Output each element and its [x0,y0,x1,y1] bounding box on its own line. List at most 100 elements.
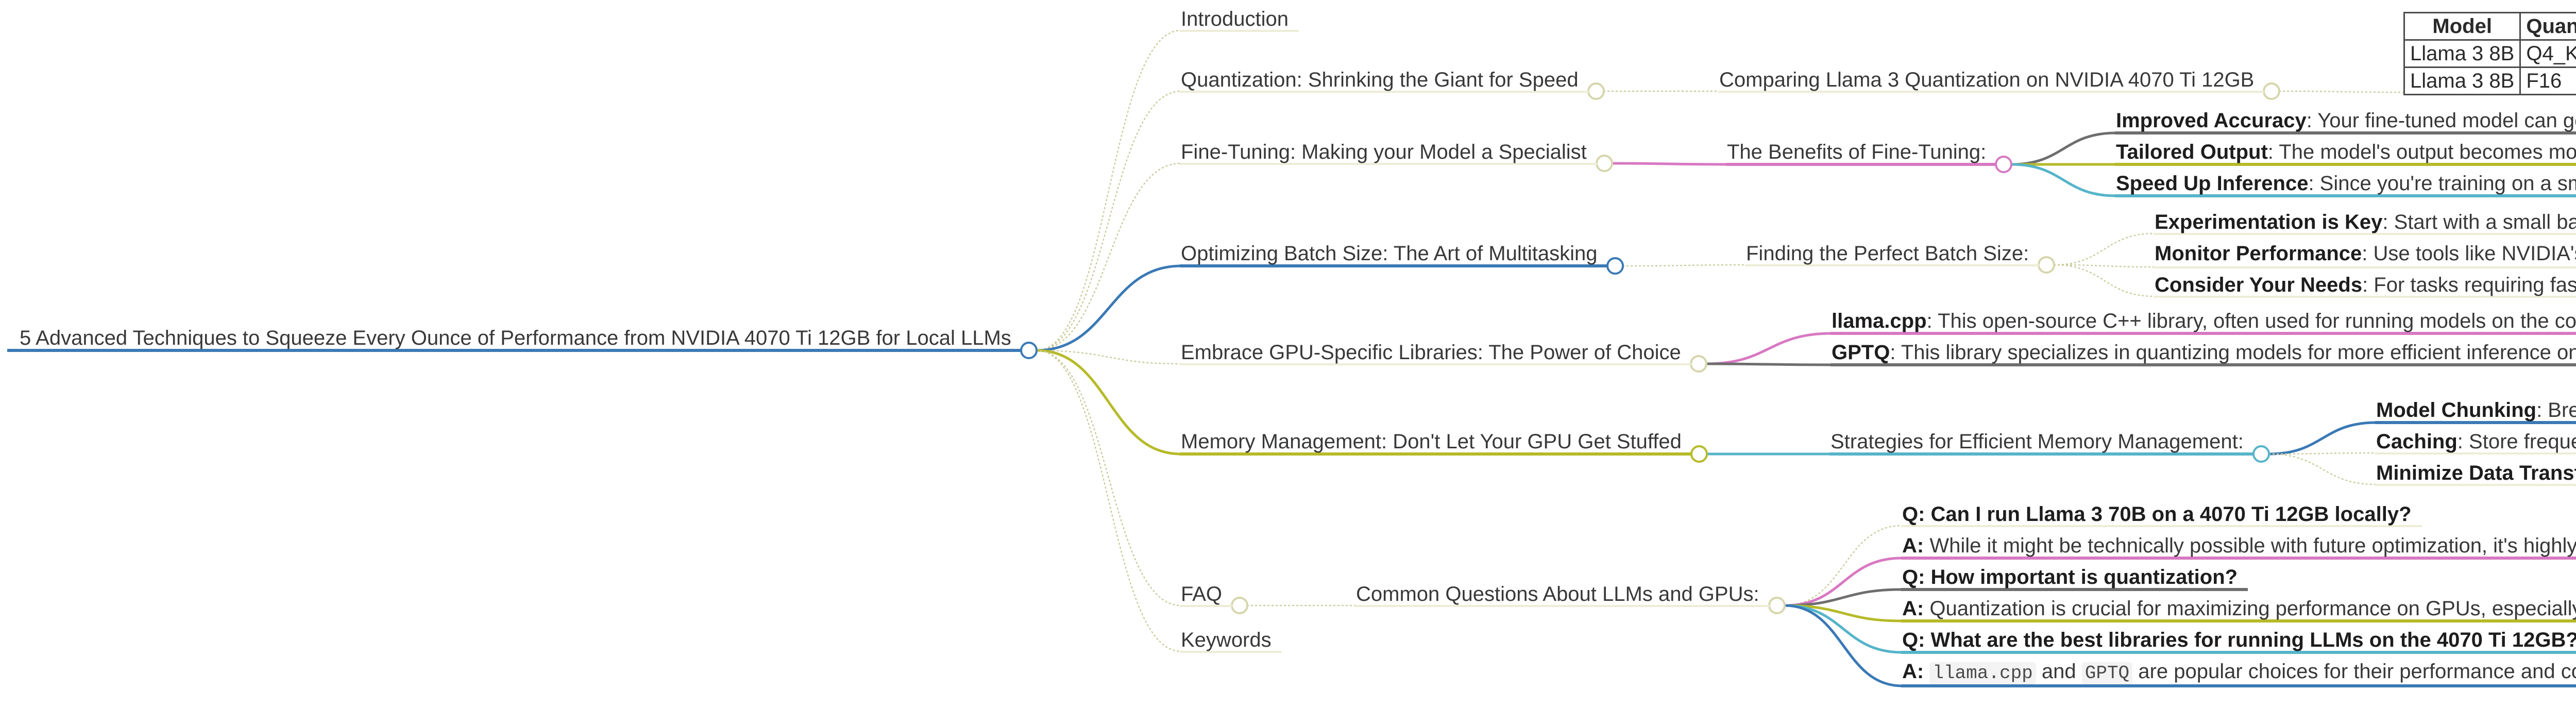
cell-model: Llama 3 8B [2403,39,2521,68]
leaf-answer-2[interactable]: A: Quantization is crucial for maximizin… [1901,598,2576,622]
cell-model: Llama 3 8B [2403,66,2521,95]
leaf-strong: Minimize Data Transfers [2376,462,2576,484]
node-comparing-quantization[interactable]: Comparing Llama 3 Quantization on NVIDIA… [1718,69,2265,93]
table-header-model: Model [2403,12,2521,41]
branch-toggle-circle[interactable] [1995,156,2012,173]
leaf-text: : This open-source C++ library, often us… [1926,310,2576,332]
leaf-answer-1[interactable]: A: While it might be technically possibl… [1901,535,2576,560]
branch-toggle-circle[interactable] [1587,82,1605,100]
branch-link [2268,421,2377,456]
branch-toggle-circle[interactable] [2252,445,2270,463]
branch-link [1784,588,1903,607]
branch-toggle-circle[interactable] [1690,445,1708,463]
leaf-strong: Monitor Performance [2155,242,2362,265]
branch-link [1036,349,1182,607]
branch-link [1036,349,1181,456]
branch-toggle-circle[interactable] [1596,155,1613,172]
node-common-questions[interactable]: Common Questions About LLMs and GPUs: [1355,583,1770,607]
leaf-text: : Since you're training on a smaller set… [2308,172,2576,195]
node-fine-tuning[interactable]: Fine-Tuning: Making your Model a Special… [1180,141,1597,165]
leaf-strong: GPTQ [1832,341,1890,364]
node-benefits-of-fine-tuning[interactable]: The Benefits of Fine-Tuning: [1726,141,1997,166]
node-optimizing-batch-size[interactable]: Optimizing Batch Size: The Art of Multit… [1180,243,1608,267]
leaf-strong: A: [1902,660,1924,683]
table-row: Llama 3 8B F16 Data not available [2403,66,2576,95]
branch-toggle-circle[interactable] [2263,82,2280,100]
leaf-strong: Caching [2376,430,2458,453]
node-embrace-gpu-libraries[interactable]: Embrace GPU-Specific Libraries: The Powe… [1180,342,1691,365]
leaf-text: are popular choices for their performanc… [2138,660,2576,683]
branch-link [1784,525,1903,607]
branch-link [1612,162,1727,166]
branch-toggle-circle[interactable] [1768,597,1786,614]
node-introduction[interactable]: Introduction [1180,8,1299,32]
branch-link [1036,264,1181,352]
leaf-experimentation[interactable]: Experimentation is Key: Start with a sma… [2154,211,2576,235]
branch-link [1036,29,1182,351]
branch-toggle-circle[interactable] [1020,342,1038,359]
branch-toggle-circle[interactable] [2038,256,2055,274]
branch-link [2268,453,2377,485]
leaf-improved-accuracy[interactable]: Improved Accuracy: Your fine-tuned model… [2115,110,2576,134]
leaf-question-3[interactable]: Q: What are the best libraries for runni… [1901,629,2576,654]
leaf-model-chunking[interactable]: Model Chunking: Break down the model int… [2375,399,2576,424]
branch-link [1036,349,1182,652]
leaf-tailored-output[interactable]: Tailored Output: The model's output beco… [2115,141,2576,166]
branch-link [1706,362,1832,366]
root-node[interactable]: 5 Advanced Techniques to Squeeze Every O… [7,327,1022,352]
leaf-text: : Use tools like NVIDIA's [2362,242,2576,265]
leaf-gptq[interactable]: GPTQ: This library specializes in quanti… [1831,342,2576,366]
node-memory-management[interactable]: Memory Management: Don't Let Your GPU Ge… [1180,431,1692,456]
table-row: Llama 3 8B Q4_K_M 82.21 [2403,39,2576,68]
branch-link [1622,264,1747,267]
llama-cpp-code: llama.cpp [1929,662,2036,684]
leaf-minimize-data-transfers[interactable]: Minimize Data Transfers: Reduce the amou… [2375,462,2576,486]
branch-link [1036,349,1182,365]
quantization-table: Model Quantization Token Speed (tokens/s… [2403,12,2576,95]
branch-link [1784,557,1903,607]
branch-link [2278,90,2405,93]
branch-link [2011,131,2116,166]
leaf-speed-up-inference[interactable]: Speed Up Inference: Since you're trainin… [2115,173,2576,197]
leaf-strong: Model Chunking [2376,399,2537,422]
leaf-question-2[interactable]: Q: How important is quantization? [1901,566,2248,591]
node-memory-strategies[interactable]: Strategies for Efficient Memory Manageme… [1829,431,2254,456]
table-header-quantization: Quantization [2519,12,2576,41]
branch-link [2268,452,2377,455]
node-quantization[interactable]: Quantization: Shrinking the Giant for Sp… [1180,69,1589,93]
node-faq[interactable]: FAQ [1180,583,1233,607]
cell-quantization: Q4_K_M [2519,39,2576,68]
leaf-question-1[interactable]: Q: Can I run Llama 3 70B on a 4070 Ti 12… [1901,503,2422,527]
branch-link [2053,264,2156,268]
branch-toggle-circle[interactable] [1606,257,1624,275]
leaf-strong: Consider Your Needs [2155,274,2363,296]
leaf-text: and [2036,660,2082,683]
leaf-caching[interactable]: Caching: Store frequently used data in t… [2375,431,2576,454]
leaf-answer-3[interactable]: A: llama.cpp and GPTQ are popular choice… [1901,661,2576,687]
table-header-row: Model Quantization Token Speed (tokens/s… [2403,12,2576,41]
leaf-text: : The model's output becomes more nuance… [2267,141,2576,163]
leaf-strong: Tailored Output [2116,141,2268,163]
leaf-monitor-performance[interactable]: Monitor Performance: Use tools like NVID… [2154,243,2576,268]
leaf-text: : For tasks requiring faster inference, … [2362,274,2576,296]
branch-link [1784,604,1903,622]
branch-link [2053,264,2156,297]
leaf-text: While it might be technically possible w… [1929,534,2576,557]
branch-toggle-circle[interactable] [1231,597,1248,614]
leaf-text: : Store frequently used data in the GPU'… [2457,430,2576,453]
branch-link [1784,604,1903,654]
leaf-llama-cpp[interactable]: llama.cpp: This open-source C++ library,… [1831,310,2576,335]
leaf-text: Quantization is crucial for maximizing p… [1929,597,2576,620]
leaf-consider-your-needs[interactable]: Consider Your Needs: For tasks requiring… [2154,274,2576,298]
leaf-strong: A: [1902,534,1924,557]
branch-link [1784,604,1903,687]
leaf-text: : Break down the model into smaller piec… [2536,399,2576,422]
branch-link [1036,162,1182,351]
branch-toggle-circle[interactable] [1690,355,1707,373]
cell-quantization: F16 [2519,66,2576,95]
leaf-text: : This library specializes in quantizing… [1890,341,2576,364]
node-finding-batch-size[interactable]: Finding the Perfect Batch Size: [1745,243,2040,266]
node-keywords[interactable]: Keywords [1180,629,1282,653]
